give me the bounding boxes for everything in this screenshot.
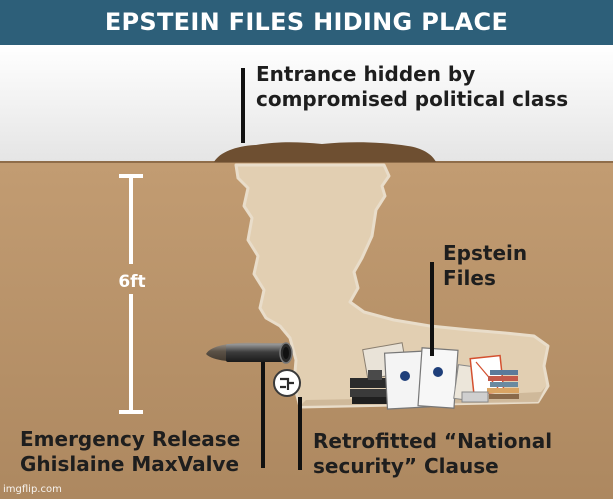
entrance-label-line-1: Entrance hidden by [256, 62, 476, 86]
tunnel [234, 163, 550, 409]
release-label-line-2: Ghislaine MaxValve [20, 452, 240, 476]
dirt-mound [214, 142, 436, 162]
illustration [0, 45, 613, 499]
depth-marker [119, 174, 143, 414]
clause-label-line-1: Retrofitted “National [313, 429, 553, 453]
files-label-line-2: Files [443, 266, 496, 290]
entrance-label: Entrance hidden by compromised political… [256, 62, 568, 112]
valve-wheel-icon [273, 369, 301, 397]
epstein-files-label: Epstein Files [443, 241, 527, 291]
emergency-release-label: Emergency Release Ghislaine MaxValve [20, 427, 240, 477]
pipe-icon [206, 342, 293, 364]
page-title: EPSTEIN FILES HIDING PLACE [104, 8, 509, 36]
title-banner: EPSTEIN FILES HIDING PLACE [0, 0, 613, 45]
clause-label-line-2: security” Clause [313, 454, 499, 478]
clause-label: Retrofitted “National security” Clause [313, 429, 552, 479]
depth-label: 6ft [118, 272, 146, 292]
document-pile-icon [350, 342, 519, 410]
release-label-line-1: Emergency Release [20, 427, 241, 451]
entrance-label-line-2: compromised political class [256, 87, 569, 111]
files-label-line-1: Epstein [443, 241, 528, 265]
watermark: imgflip.com [3, 484, 62, 495]
